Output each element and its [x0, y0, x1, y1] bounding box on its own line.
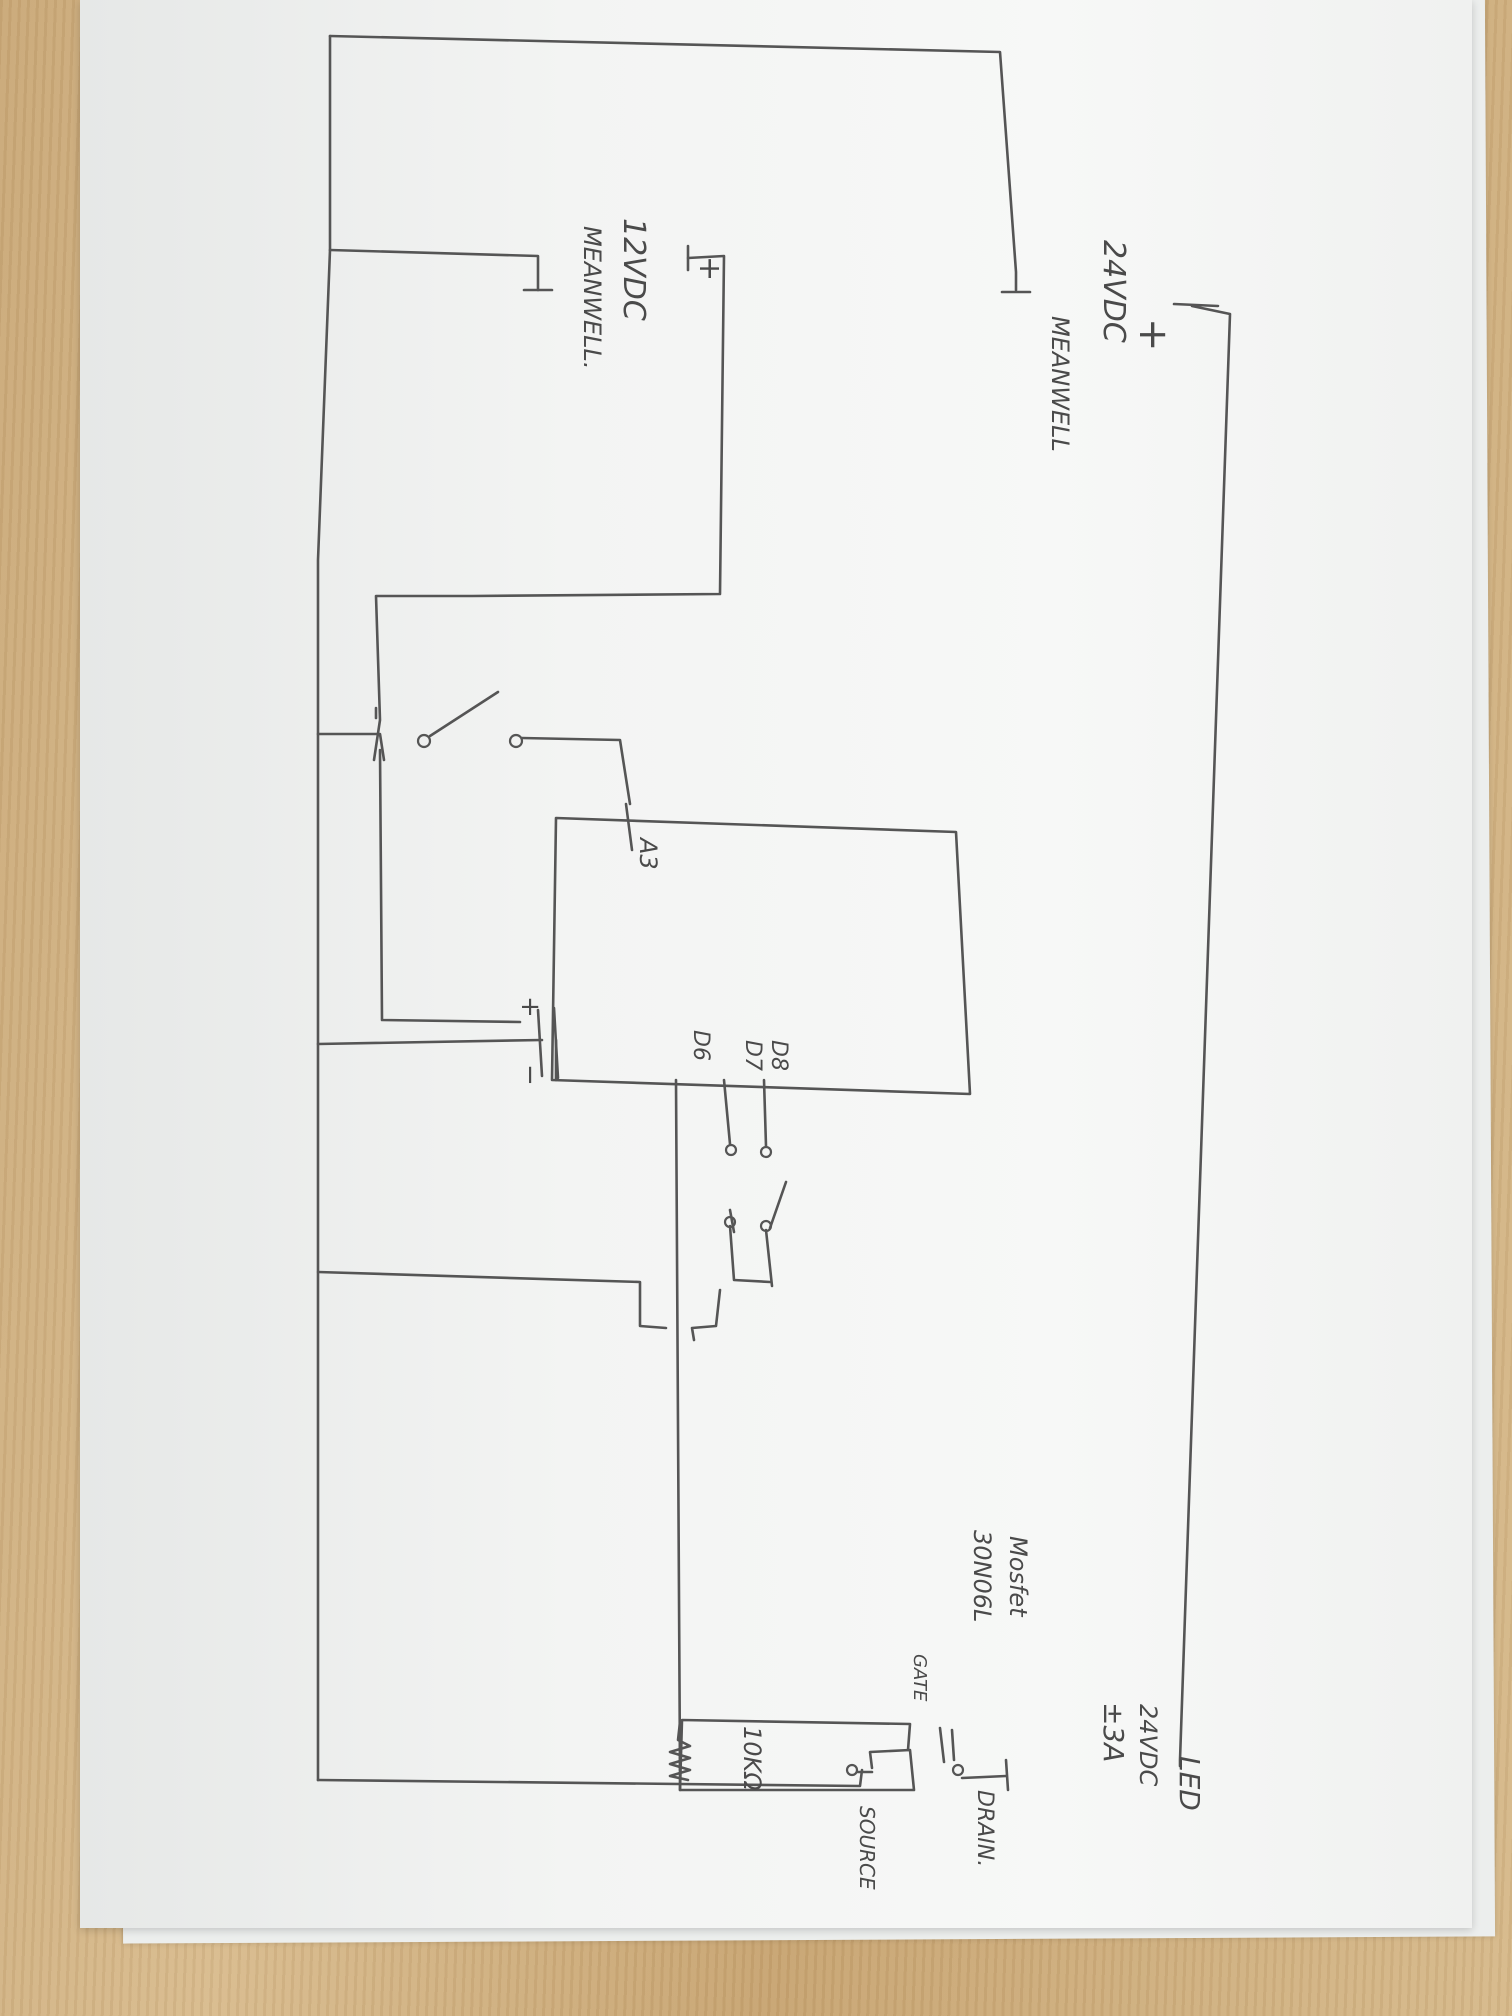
label-pin-d7: D7 [740, 1040, 765, 1071]
label-12v-plus: + [692, 256, 727, 281]
label-cap-minus: − [515, 1064, 545, 1086]
label-24v-brand: MEANWELL [1046, 316, 1074, 452]
label-led: LED [1173, 1756, 1206, 1811]
wire-24v-minus-loop [328, 34, 1032, 294]
label-resistor: 10KΩ [738, 1726, 766, 1791]
label-led-volts: 24VDC [1134, 1704, 1162, 1786]
label-led-current: ±3A [1097, 1702, 1130, 1762]
capacitor [316, 1006, 560, 1082]
wire-ground-lower [316, 1270, 668, 1330]
label-mosfet-part: 30N06L [968, 1530, 996, 1622]
mosfet-symbol [845, 1726, 1010, 1792]
label-mosfet: Mosfet [1004, 1536, 1032, 1618]
wire-gate-net [678, 1718, 912, 1792]
label-pin-d8: D8 [766, 1040, 791, 1071]
label-24v-plus: + [1130, 318, 1176, 352]
wire-led [1178, 304, 1232, 1768]
microcontroller-box [550, 816, 972, 1096]
wire-12v-plus-loop [372, 254, 726, 762]
push-buttons [690, 1078, 788, 1342]
label-source: SOURCE [855, 1806, 879, 1890]
toggle-switch [316, 690, 632, 1024]
label-cap-plus: + [515, 996, 545, 1018]
wire-a3-lead [624, 802, 634, 852]
label-pin-d6: D6 [688, 1030, 713, 1061]
label-12vdc: 12VDC [616, 218, 651, 321]
wire-left-rail [316, 248, 332, 1782]
label-24vdc: 24VDC [1096, 240, 1131, 343]
wire-d6 [674, 1078, 682, 1772]
label-12v-brand: MEANWELL. [578, 226, 606, 370]
label-drain: DRAIN. [972, 1790, 997, 1867]
label-gate: GATE [909, 1654, 930, 1702]
label-pin-a3: A3 [634, 836, 662, 870]
paper-sheet [80, 0, 1472, 1928]
wire-led-plus [1172, 302, 1220, 308]
wire-12v-minus [328, 248, 540, 292]
wire-bottom-ground [316, 1768, 864, 1788]
wire-gate [678, 1738, 916, 1792]
